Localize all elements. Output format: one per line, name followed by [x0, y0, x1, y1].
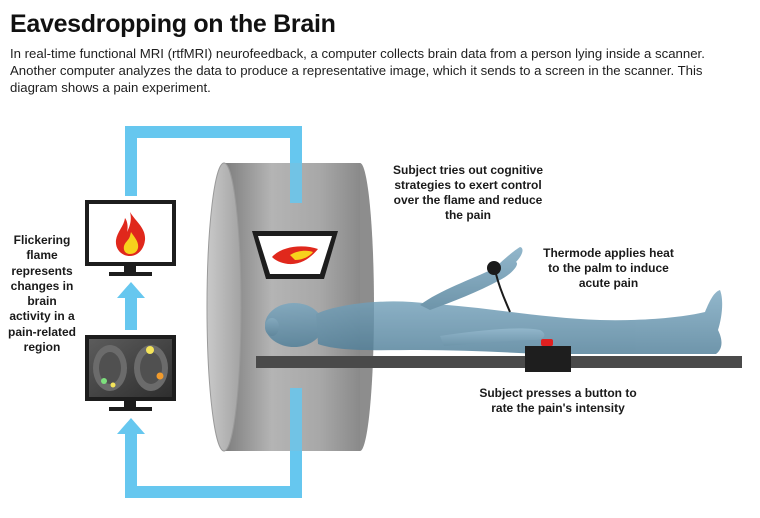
flow-through-scanner-top [290, 163, 302, 203]
subject-strategies-label: Subject tries out cognitive strategies t… [392, 163, 544, 222]
brain-scan-image [93, 345, 168, 391]
arrow-up-to-top-monitor [117, 282, 145, 298]
button-rating-label: Subject presses a button to rate the pai… [479, 386, 637, 415]
thermode [487, 261, 511, 313]
page-title: Eavesdropping on the Brain [10, 10, 336, 38]
scanner-table [256, 356, 742, 368]
flickering-flame-label: Flickering flame represents changes in b… [7, 233, 76, 355]
patient-body [265, 247, 723, 354]
thermode-pad [487, 261, 501, 275]
scanner-front-ring [206, 162, 242, 452]
rating-button-box [525, 339, 571, 372]
scanner-display [252, 231, 338, 279]
top-monitor [85, 200, 176, 276]
rating-button-red [541, 339, 553, 346]
arrow-up-to-bottom-monitor [117, 418, 145, 434]
thermode-label: Thermode applies heat to the palm to ind… [543, 246, 674, 290]
intro-text: In real-time functional MRI (rtfMRI) neu… [10, 46, 705, 95]
bottom-monitor [85, 335, 176, 411]
flow-through-scanner-bottom [290, 388, 302, 451]
